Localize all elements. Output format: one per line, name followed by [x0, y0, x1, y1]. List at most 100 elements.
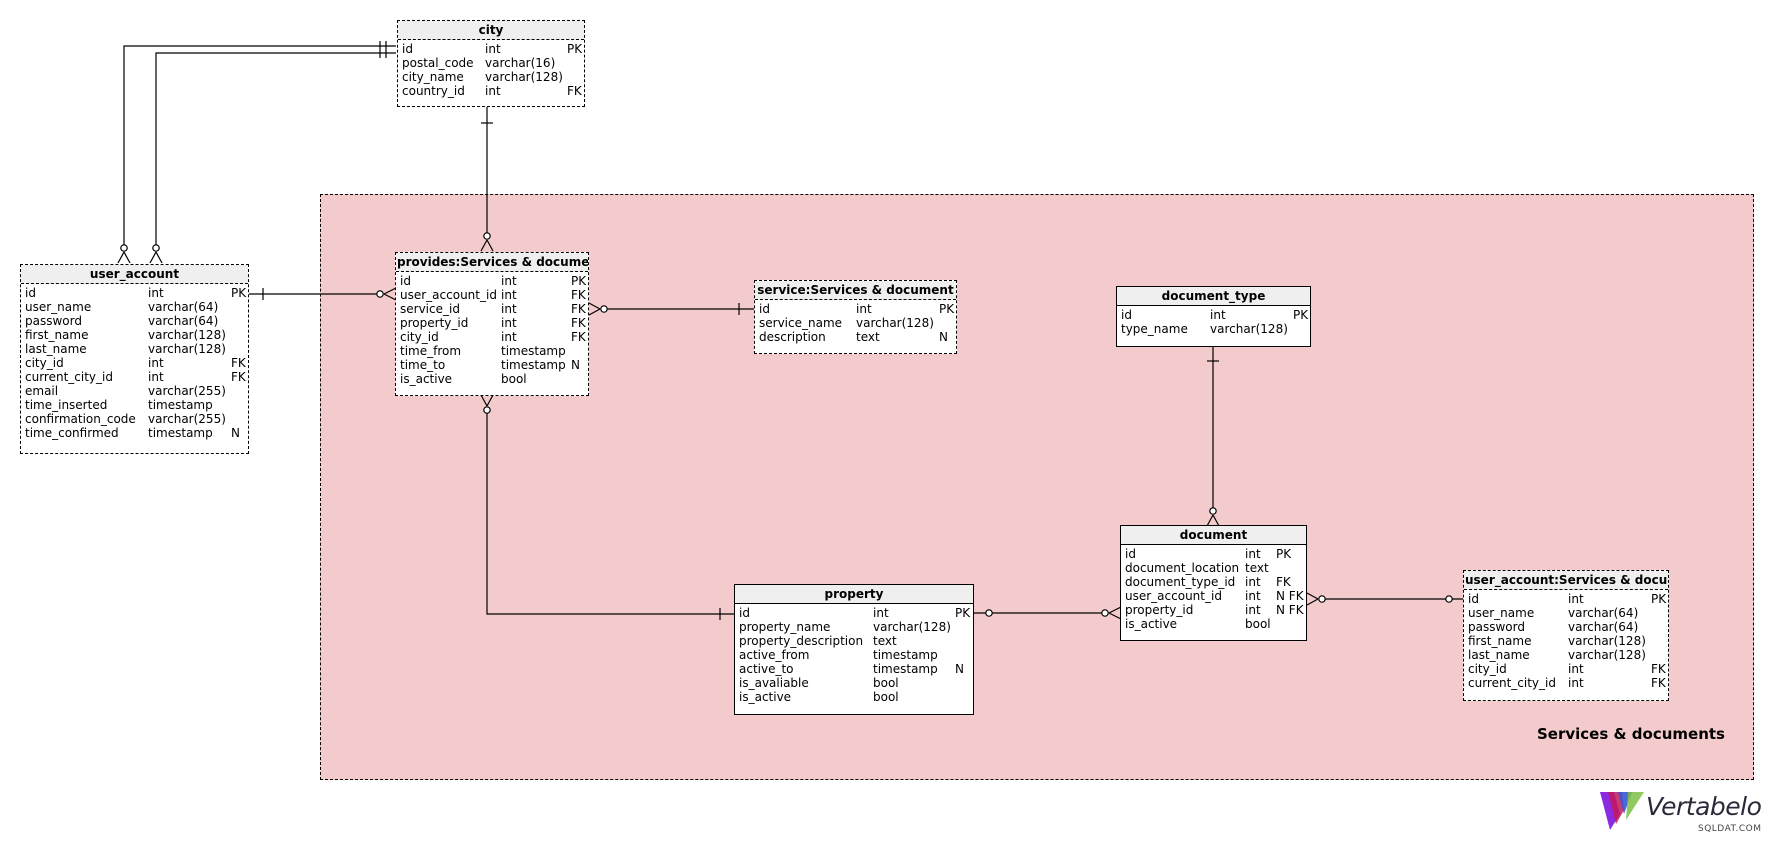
column-flags: FK	[231, 370, 246, 384]
column-type: timestamp	[148, 426, 213, 440]
column-type: varchar(255)	[148, 384, 226, 398]
rel-city-user-account-city	[155, 52, 396, 248]
column-name: time_confirmed	[25, 426, 119, 440]
column-type: timestamp	[873, 648, 938, 662]
column-name: email	[25, 384, 59, 398]
column-type: int	[1245, 603, 1261, 617]
column-type: varchar(128)	[1210, 322, 1288, 336]
rel-city-user-account-current-city	[123, 45, 396, 248]
column-type: text	[873, 634, 897, 648]
column-name: city_id	[1468, 662, 1507, 676]
column-flags: PK	[939, 302, 955, 316]
column-flags: PK	[1293, 308, 1309, 322]
column-type: varchar(64)	[1568, 606, 1639, 620]
column-flags: PK	[567, 42, 583, 56]
column-type: int	[485, 84, 501, 98]
column-flags: FK	[571, 316, 586, 330]
column-flags: PK	[1651, 592, 1667, 606]
column-flags: N	[571, 358, 580, 372]
column-type: varchar(128)	[485, 70, 563, 84]
column-name: id	[25, 286, 36, 300]
column-flags: FK	[1651, 676, 1666, 690]
column-flags: FK	[1651, 662, 1666, 676]
column-name: property_id	[400, 316, 469, 330]
column-type: int	[1568, 662, 1584, 676]
column-name: id	[1125, 547, 1136, 561]
column-name: postal_code	[402, 56, 474, 70]
column-type: timestamp	[501, 358, 566, 372]
column-type: varchar(64)	[148, 314, 219, 328]
table-user-account-title: user_account	[21, 265, 248, 284]
column-name: property_name	[739, 620, 831, 634]
table-row: active_from timestamp	[735, 648, 973, 662]
column-name: id	[1121, 308, 1132, 322]
column-name: country_id	[402, 84, 465, 98]
column-type: int	[873, 606, 889, 620]
column-type: int	[148, 370, 164, 384]
column-name: time_inserted	[25, 398, 108, 412]
column-name: id	[402, 42, 413, 56]
column-name: property_description	[739, 634, 864, 648]
column-flags: FK	[571, 330, 586, 344]
rel-provides-property	[486, 410, 735, 615]
column-type: int	[1245, 547, 1261, 561]
column-name: id	[759, 302, 770, 316]
column-name: current_city_id	[1468, 676, 1556, 690]
column-name: user_account_id	[400, 288, 497, 302]
column-type: int	[148, 356, 164, 370]
column-type: timestamp	[501, 344, 566, 358]
logo-subtext: SQLDAT.COM	[1698, 824, 1762, 834]
column-name: active_from	[739, 648, 810, 662]
column-name: last_name	[1468, 648, 1530, 662]
column-type: int	[1245, 589, 1261, 603]
table-document-type-title: document_type	[1117, 287, 1310, 306]
column-type: int	[485, 42, 501, 56]
column-type: text	[1245, 561, 1269, 575]
column-name: active_to	[739, 662, 794, 676]
column-name: is_active	[400, 372, 453, 386]
subject-area-label: Services & documents	[1536, 725, 1725, 743]
column-name: user_name	[1468, 606, 1535, 620]
column-name: confirmation_code	[25, 412, 136, 426]
column-name: first_name	[25, 328, 89, 342]
column-name: id	[400, 274, 411, 288]
table-city-title: city	[398, 21, 584, 40]
column-type: int	[501, 302, 517, 316]
